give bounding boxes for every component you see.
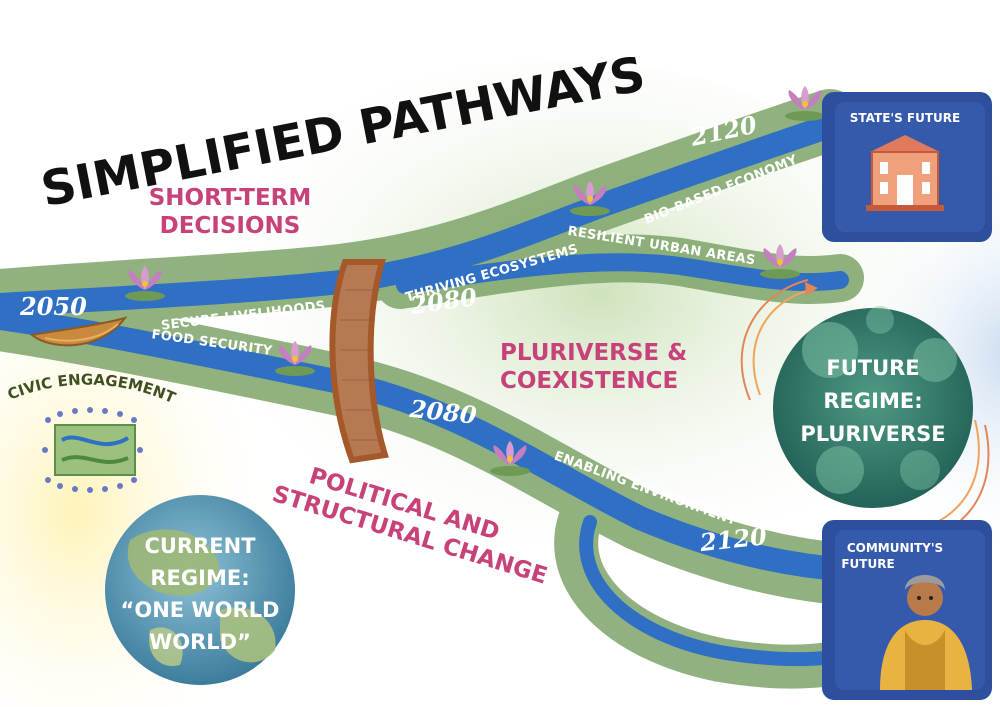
- bridge-icon: [329, 259, 389, 464]
- current-regime-line3: “ONE WORLD: [121, 598, 280, 622]
- current-regime-line2: REGIME:: [150, 566, 249, 590]
- current-regime-line1: CURRENT: [144, 534, 256, 558]
- future-regime-label: FUTURE REGIME: PLURIVERSE: [800, 356, 945, 446]
- theme-short-term-line2: DECISIONS: [160, 213, 301, 239]
- theme-short-term: SHORT-TERM DECISIONS: [149, 185, 312, 239]
- lotus-icon: [490, 441, 530, 476]
- state-building-icon: [866, 135, 944, 211]
- rivers: [0, 114, 862, 667]
- community-future-line2: FUTURE: [841, 557, 894, 571]
- community-future-panel: COMMUNITY'S FUTURE: [822, 520, 992, 700]
- lotus-icon: [275, 341, 315, 376]
- boat-icon: [29, 316, 128, 347]
- future-regime-line3: PLURIVERSE: [800, 422, 945, 446]
- theme-short-term-line1: SHORT-TERM: [149, 185, 312, 211]
- year-2080-lower: 2080: [407, 394, 478, 430]
- current-regime-label: CURRENT REGIME: “ONE WORLD WORLD”: [121, 534, 280, 654]
- pluriverse-globe: [773, 306, 973, 508]
- theme-pluriverse: PLURIVERSE & COEXISTENCE: [500, 340, 687, 394]
- states-future-label: STATE'S FUTURE: [850, 111, 960, 125]
- year-2050: 2050: [19, 292, 87, 321]
- community-future-line1: COMMUNITY'S: [847, 541, 943, 555]
- globe-icon: [105, 495, 295, 685]
- future-regime-line1: FUTURE: [826, 356, 919, 380]
- states-future-panel: STATE'S FUTURE: [822, 92, 992, 242]
- lotus-icon: [125, 266, 165, 301]
- current-regime-line4: WORLD”: [149, 630, 251, 654]
- theme-pluriverse-line1: PLURIVERSE &: [500, 340, 687, 366]
- woman-portrait-icon: [880, 575, 972, 690]
- future-regime-line2: REGIME:: [823, 389, 922, 413]
- lotus-icon: [785, 86, 825, 121]
- theme-pluriverse-line2: COEXISTENCE: [500, 368, 678, 394]
- people-circle-icon: [42, 407, 143, 493]
- lotus-icon: [570, 181, 610, 216]
- lotus-icon: [760, 244, 800, 279]
- year-2120-lower: 2120: [698, 521, 769, 557]
